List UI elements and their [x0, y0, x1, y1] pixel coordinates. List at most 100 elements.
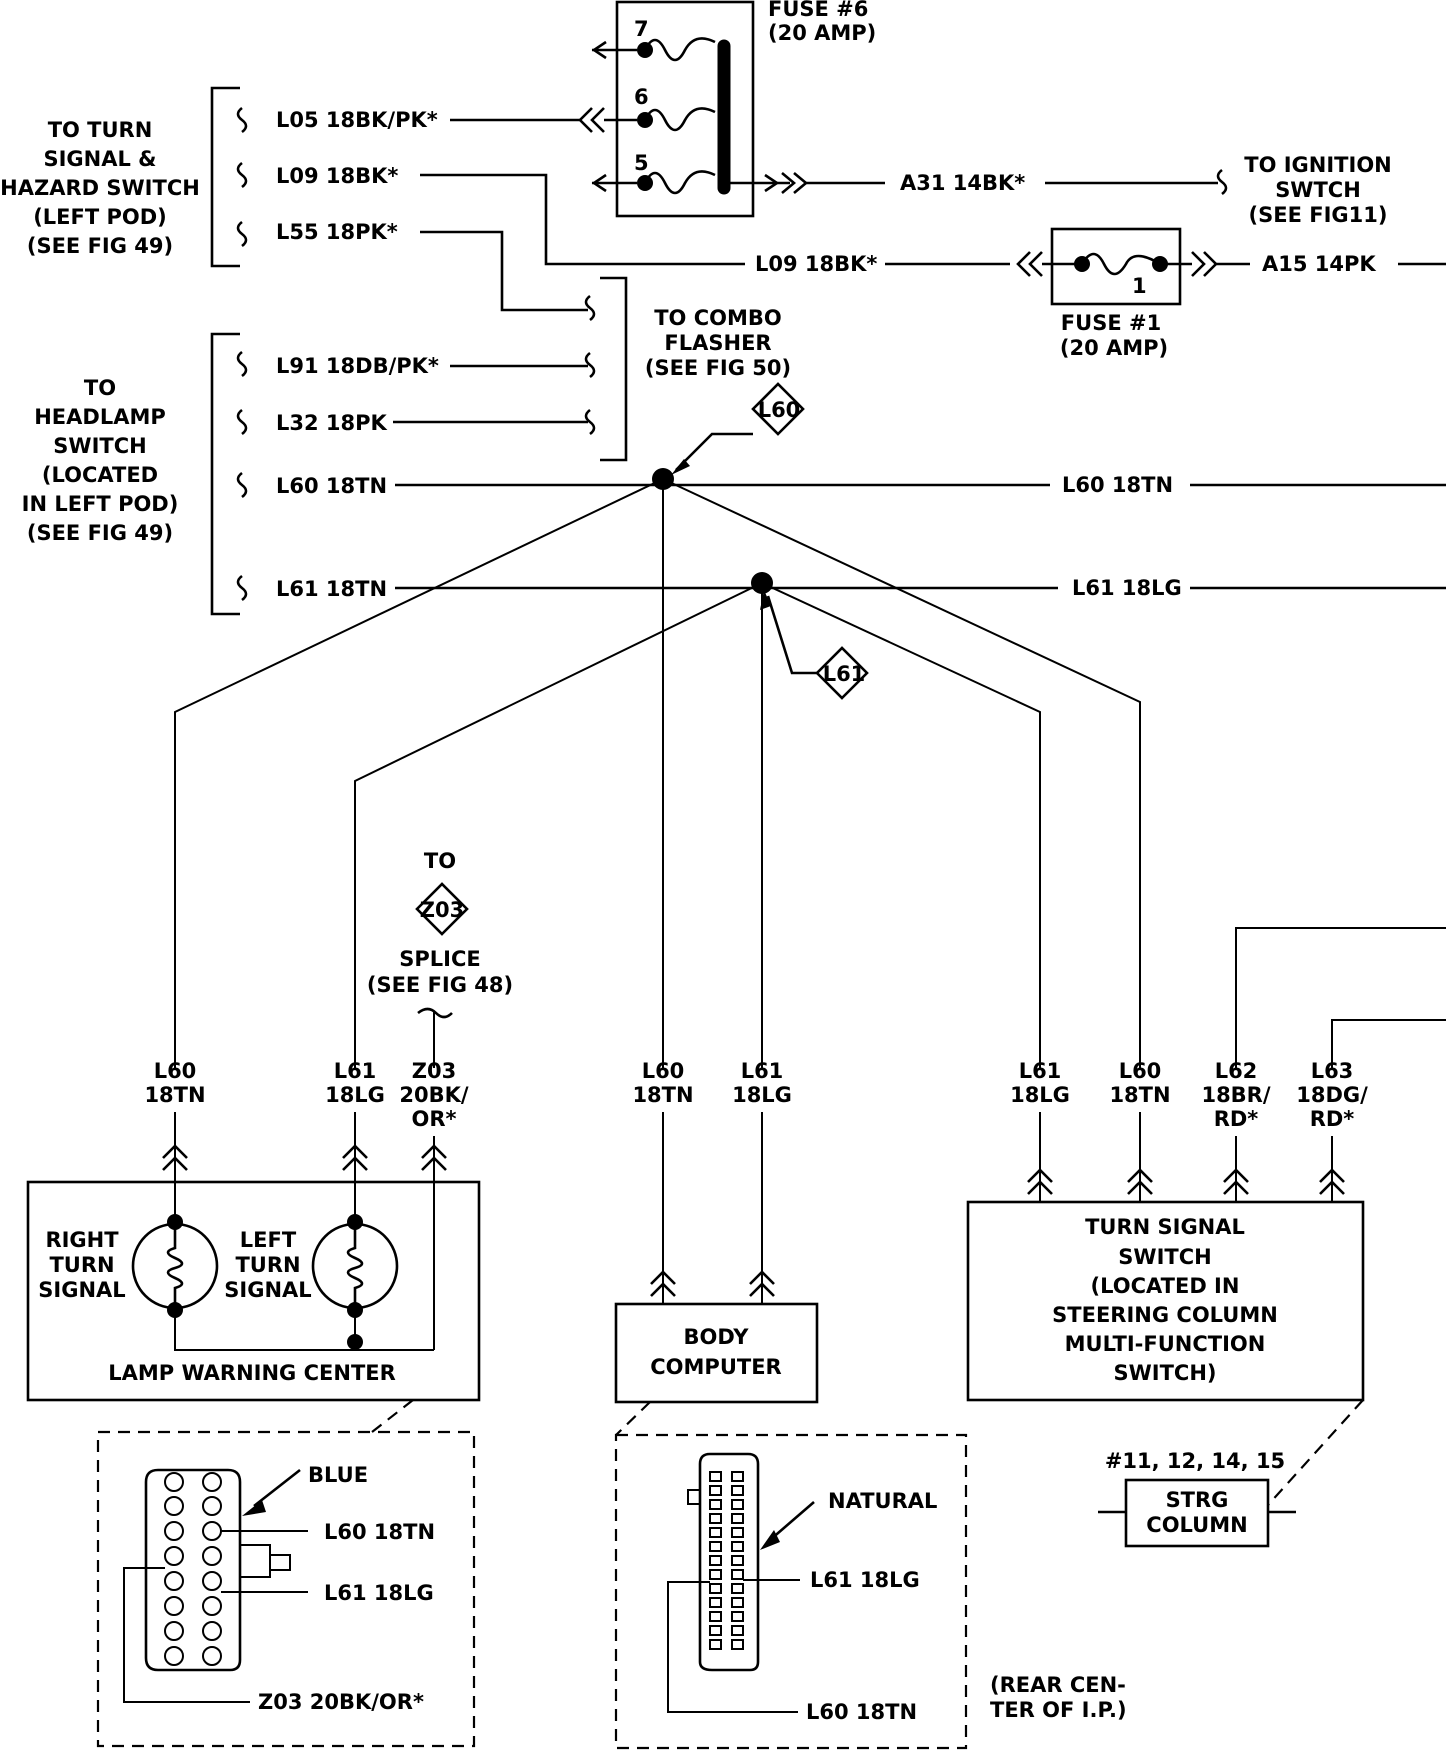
- bc-conn-color: NATURAL: [828, 1489, 937, 1513]
- lbl-ts-l63-a: L63: [1311, 1059, 1354, 1083]
- tsh-line4: (LEFT POD): [33, 205, 167, 229]
- strg-refs: #11, 12, 14, 15: [1105, 1449, 1285, 1473]
- strg-line2: COLUMN: [1146, 1513, 1247, 1537]
- z03-splice-group: TO Z03 SPLICE (SEE FIG 48): [367, 849, 513, 1068]
- lwc-left-3: SIGNAL: [224, 1278, 311, 1302]
- lbl-ts-l62-a: L62: [1215, 1059, 1258, 1083]
- strg-column: #11, 12, 14, 15 STRG COLUMN: [1098, 1399, 1364, 1548]
- lbl-ts-l61-a: L61: [1019, 1059, 1062, 1083]
- lbl-ts-l62-c: RD*: [1214, 1107, 1259, 1131]
- ignition-line3: (SEE FIG11): [1249, 203, 1388, 227]
- combo-flasher-group: TO COMBO FLASHER (SEE FIG 50): [584, 276, 791, 462]
- lwc-right-2: TURN: [49, 1253, 114, 1277]
- lbl-lwc-z03-b: 20BK/: [399, 1083, 469, 1107]
- headlamp-switch-group: TO HEADLAMP SWITCH (LOCATED IN LEFT POD)…: [22, 332, 588, 616]
- lwc-conn-pin-b: L61 18LG: [324, 1581, 434, 1605]
- lamp-warning-center: RIGHT TURN SIGNAL LEFT TURN SIGNAL LAMP …: [26, 1180, 481, 1402]
- combo-line2: FLASHER: [664, 331, 771, 355]
- wire-a15: A15 14PK: [1262, 252, 1376, 276]
- tss-line3: (LOCATED IN: [1091, 1274, 1240, 1298]
- wire-l05: L05 18BK/PK*: [276, 108, 438, 132]
- lbl-ts-l61-b: 18LG: [1010, 1083, 1070, 1107]
- hl-line4: (LOCATED: [42, 463, 158, 487]
- wire-l32: L32 18PK: [276, 411, 388, 435]
- tss-line1: TURN SIGNAL: [1085, 1215, 1245, 1239]
- fuse1-pin: 1: [1132, 274, 1147, 298]
- connector-labels: L60 18TN L61 18LG Z03 20BK/ OR* L60 18TN…: [144, 1059, 1368, 1131]
- lwc-conn-pin-c: Z03 20BK/OR*: [258, 1690, 424, 1714]
- turn-signal-switch: TURN SIGNAL SWITCH (LOCATED IN STEERING …: [966, 1200, 1365, 1402]
- lbl-bc-l60-a: L60: [642, 1059, 685, 1083]
- turn-signal-hazard-group: TO TURN SIGNAL & HAZARD SWITCH (LEFT POD…: [0, 86, 745, 312]
- lwc-right-1: RIGHT: [45, 1228, 119, 1252]
- lwc-left-2: TURN: [235, 1253, 300, 1277]
- lbl-lwc-l60-a: L60: [154, 1059, 197, 1083]
- wire-l09-b: L09 18BK*: [755, 252, 877, 276]
- fuse6-pin7: 7: [634, 17, 649, 41]
- lbl-ts-l60-b: 18TN: [1109, 1083, 1170, 1107]
- lwc-connector-detail: BLUE L60 18TN L61 18LG Z03 20BK/OR*: [96, 1399, 476, 1748]
- location-line2: TER OF I.P.): [990, 1698, 1127, 1722]
- z03-splice-label: SPLICE: [399, 947, 480, 971]
- fuse1-amp: (20 AMP): [1060, 336, 1168, 360]
- location-line1: (REAR CEN-: [990, 1673, 1126, 1697]
- lwc-right-3: SIGNAL: [38, 1278, 125, 1302]
- connector-symbols: [162, 1112, 1345, 1350]
- lbl-ts-l60-a: L60: [1119, 1059, 1162, 1083]
- lbl-bc-l60-b: 18TN: [632, 1083, 693, 1107]
- wire-l55: L55 18PK*: [276, 220, 398, 244]
- bc-conn-pin-b: L60 18TN: [806, 1700, 917, 1724]
- splice-bus: L60 18TN L61 18LG L60 L61: [174, 382, 1446, 1068]
- bc-connector-detail: NATURAL L61 18LG L60 18TN: [614, 1401, 968, 1750]
- z03-to: TO: [424, 849, 456, 873]
- ignition-group: A31 14BK* TO IGNITION SWTCH (SEE FIG11): [806, 153, 1392, 227]
- strg-line1: STRG: [1166, 1488, 1229, 1512]
- lbl-bc-l61-b: 18LG: [732, 1083, 792, 1107]
- lbl-ts-l63-c: RD*: [1310, 1107, 1355, 1131]
- bc-line2: COMPUTER: [650, 1355, 781, 1379]
- lbl-ts-l63-b: 18DG/: [1296, 1083, 1368, 1107]
- ignition-line2: SWTCH: [1275, 178, 1361, 202]
- lwc-conn-color: BLUE: [308, 1463, 368, 1487]
- wire-l61-left: L61 18TN: [276, 577, 387, 601]
- wire-a31: A31 14BK*: [900, 171, 1025, 195]
- hl-line2: HEADLAMP: [34, 405, 166, 429]
- wire-l61-right: L61 18LG: [1072, 576, 1182, 600]
- tss-line4: STEERING COLUMN: [1052, 1303, 1278, 1327]
- lwc-left-1: LEFT: [240, 1228, 297, 1252]
- fuse6-pin5: 5: [634, 151, 649, 175]
- splice-tag-l61: L61: [823, 662, 866, 686]
- bc-conn-pin-a: L61 18LG: [810, 1568, 920, 1592]
- hl-line6: (SEE FIG 49): [27, 521, 173, 545]
- combo-line1: TO COMBO: [654, 306, 782, 330]
- fuse6-pin6: 6: [634, 85, 649, 109]
- wire-l91: L91 18DB/PK*: [276, 354, 439, 378]
- body-computer: BODY COMPUTER: [614, 1302, 819, 1404]
- tss-line6: SWITCH): [1113, 1361, 1216, 1385]
- tsh-line5: (SEE FIG 49): [27, 234, 173, 258]
- z03-splice-ref: (SEE FIG 48): [367, 973, 513, 997]
- hl-line5: IN LEFT POD): [22, 492, 179, 516]
- splice-tag-z03: Z03: [420, 898, 464, 922]
- bc-cavity-grid: [709, 1471, 744, 1650]
- fuse6-amp: (20 AMP): [768, 21, 876, 45]
- bc-line1: BODY: [684, 1325, 750, 1349]
- lbl-lwc-z03-c: OR*: [411, 1107, 456, 1131]
- ignition-line1: TO IGNITION: [1244, 153, 1392, 177]
- tsh-line2: SIGNAL &: [43, 147, 156, 171]
- splice-tag-l60: L60: [758, 398, 801, 422]
- tss-line5: MULTI-FUNCTION: [1065, 1332, 1266, 1356]
- lwc-cavity-grid: [164, 1472, 222, 1666]
- tsh-line3: HAZARD SWITCH: [0, 176, 200, 200]
- lbl-lwc-z03-a: Z03: [412, 1059, 456, 1083]
- lbl-lwc-l61-a: L61: [334, 1059, 377, 1083]
- hl-line3: SWITCH: [53, 434, 146, 458]
- combo-line3: (SEE FIG 50): [645, 356, 791, 380]
- tsh-line1: TO TURN: [48, 118, 153, 142]
- fuse1-title: FUSE #1: [1061, 311, 1161, 335]
- lbl-lwc-l60-b: 18TN: [144, 1083, 205, 1107]
- wire-l60-left: L60 18TN: [276, 474, 387, 498]
- location-note: (REAR CEN- TER OF I.P.): [990, 1673, 1127, 1722]
- lbl-ts-l62-b: 18BR/: [1201, 1083, 1270, 1107]
